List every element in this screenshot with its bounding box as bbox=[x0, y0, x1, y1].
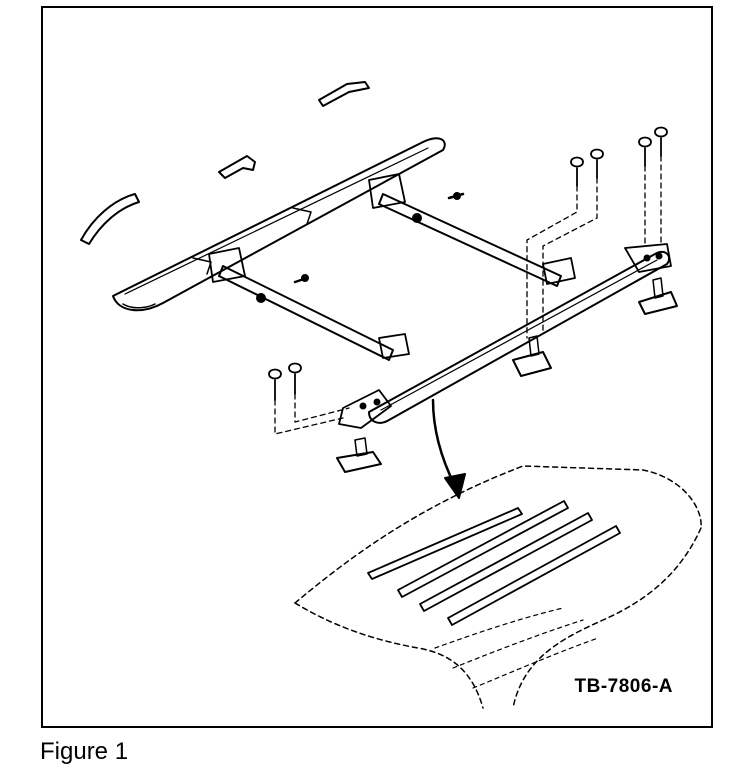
roof-rack-exploded-diagram bbox=[80, 81, 702, 709]
mounting-pad-right bbox=[638, 291, 678, 315]
end-cap-left bbox=[80, 193, 140, 245]
roof-slat-2 bbox=[397, 500, 569, 598]
roof-slat-4 bbox=[447, 525, 621, 626]
mounting-pad-left bbox=[336, 451, 382, 473]
side-rail-left bbox=[112, 137, 446, 312]
bolt-pair-left bbox=[268, 362, 350, 435]
figure-frame: TB-7806-A bbox=[41, 6, 713, 728]
end-cap-top bbox=[318, 81, 370, 107]
vehicle-roof bbox=[294, 465, 702, 709]
mounting-pads bbox=[336, 277, 678, 473]
roof-slat-1 bbox=[367, 507, 523, 580]
mounting-pad-middle bbox=[512, 351, 552, 377]
bolt-pair-right bbox=[638, 126, 668, 245]
bracket-cover bbox=[218, 155, 256, 179]
bolt-pair-middle bbox=[526, 148, 604, 339]
cross-bar-front bbox=[208, 247, 410, 361]
side-rail-right bbox=[338, 243, 672, 429]
roof-slat-3 bbox=[419, 512, 593, 612]
install-arrow-icon bbox=[431, 398, 466, 499]
bolts bbox=[268, 126, 668, 435]
diagram-tag-number: TB-7806-A bbox=[574, 676, 673, 697]
end-cap-parts bbox=[80, 81, 370, 245]
figure-caption: Figure 1 bbox=[40, 738, 129, 765]
roof-slats bbox=[367, 500, 621, 626]
